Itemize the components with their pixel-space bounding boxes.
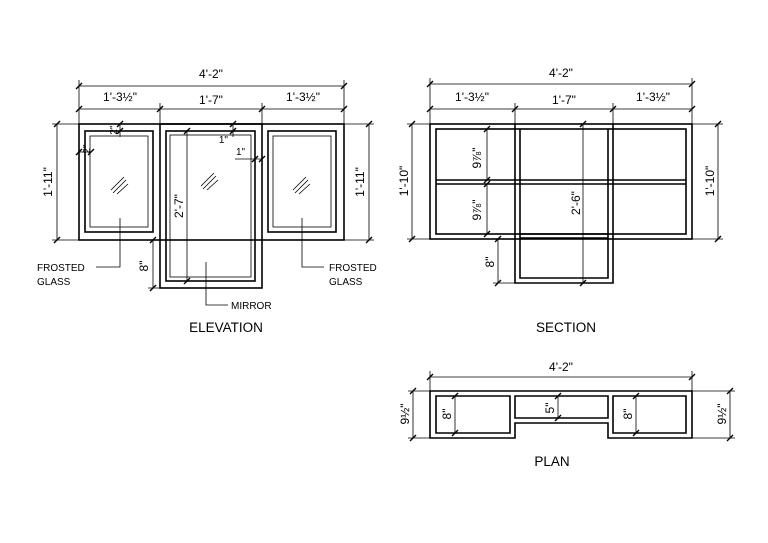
label-mirror: MIRROR [231,301,272,312]
label-frosted-glass-left-line1: FROSTED [37,263,85,274]
elevation-left-height: 1'-11" [41,167,55,197]
section-overall-width: 4'-2" [549,66,573,80]
elevation-right-height-dimension: 1'-11" [344,120,374,244]
plan-inner-dimensions: 8" 5" 8" [440,392,640,437]
elevation-center-width: 1'-7" [199,93,223,107]
section-right-height: 1'-10" [703,166,717,197]
plan-inner-center: 5" [543,403,557,414]
elevation-frame-top: 2" [109,125,120,135]
section-center-width: 1'-7" [552,93,576,107]
label-frosted-glass-left-line2: GLASS [37,277,71,288]
plan-left-depth-dimension: 9½" [398,387,430,442]
section-right-height-dimension: 1'-10" [692,120,723,243]
elevation-overall-width: 4'-2" [199,67,223,81]
right-frosted-door [267,130,337,233]
section-shelf-dimensions: 9⅞" 9⅞" [470,125,491,238]
section-center-height: 2'-6" [569,191,583,215]
section-segment-dimensions: 1'-3½" 1'-7" 1'-3½" [426,90,696,124]
section-right-width: 1'-3½" [636,90,670,104]
plan-overall-dimension: 4'-2" [426,360,696,391]
elevation-mirror-frame-side: 1" [236,147,246,158]
section-drop-dimension: 8" [483,235,515,287]
elevation-title: ELEVATION [189,320,263,335]
left-frosted-door [84,130,154,233]
section-title: SECTION [536,320,596,335]
section-shelf-lower: 9⅞" [470,200,484,221]
elevation-right-height: 1'-11" [353,167,367,197]
section-left-width: 1'-3½" [455,90,489,104]
elevation-center-height: 2'-7" [172,194,186,218]
elevation-labels: FROSTED GLASS FROSTED GLASS MIRROR ELEVA… [37,218,377,335]
plan-depth-right: 9½" [715,404,729,425]
elevation-overall-dimension: 4'-2" [75,67,348,124]
elevation-left-width: 1'-3½" [103,90,137,104]
label-frosted-glass-right-line2: GLASS [329,277,363,288]
plan-right-depth-dimension: 9½" [692,387,735,442]
plan-inner-left: 8" [440,409,454,420]
elevation-right-width: 1'-3½" [286,90,320,104]
elevation-drop: 8" [137,261,151,272]
section-view: 4'-2" 1'-3½" 1'-7" 1'-3½" 1'-10" 1'-10" … [397,66,723,335]
elevation-left-height-dimension: 1'-11" [41,120,79,244]
plan-overall-width: 4'-2" [549,360,573,374]
label-frosted-glass-right-line1: FROSTED [329,263,377,274]
mirror-door [159,123,263,289]
section-left-height-dimension: 1'-10" [397,120,430,243]
elevation-drop-dimension: 8" [137,236,160,292]
elevation-frame-side: 2" [82,144,93,154]
plan-view: 4'-2" 9½" 9½" 8" 5" 8" PLAN [398,360,735,469]
section-shelf-upper: 9⅞" [470,148,484,169]
elevation-frame-dimensions: 2" 2" 1" 1" [75,120,266,163]
elevation-center-height-dimension: 2'-7" [172,127,191,285]
plan-inner-right: 8" [621,409,635,420]
section-drop: 8" [483,257,497,268]
elevation-view: 4'-2" 1'-3½" 1'-7" 1'-3½" 1'-11" 1'-11" … [37,67,377,335]
section-left-height: 1'-10" [397,166,411,197]
elevation-mirror-frame-top: 1" [219,135,229,146]
plan-title: PLAN [534,454,569,469]
section-overall-dimension: 4'-2" [426,66,696,124]
elevation-segment-dimensions: 1'-3½" 1'-7" 1'-3½" [75,90,348,124]
section-center-height-dimension: 2'-6" [569,120,587,287]
plan-depth-left: 9½" [398,404,412,425]
